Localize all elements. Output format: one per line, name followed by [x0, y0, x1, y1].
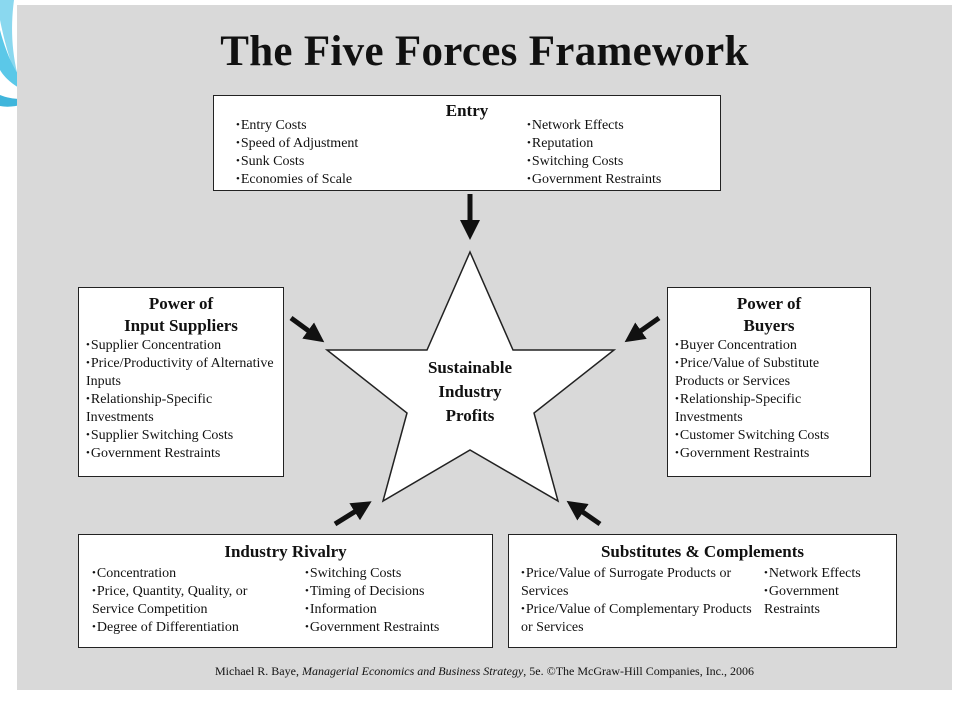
- entry-box: Entry Entry Costs Speed of Adjustment Su…: [213, 95, 721, 191]
- list-item: Timing of Decisions: [305, 583, 439, 601]
- citation-rest: , 5e. ©The McGraw-Hill Companies, Inc., …: [523, 664, 755, 678]
- list-item: Buyer Concentration: [675, 337, 866, 355]
- rivalry-right-list: Switching Costs Timing of Decisions Info…: [305, 565, 439, 637]
- list-item: Economies of Scale: [236, 171, 358, 189]
- substitutes-right-list: Network Effects Government Restraints: [764, 565, 889, 619]
- list-item: Government Restraints: [86, 445, 279, 463]
- substitutes-title: Substitutes & Complements: [600, 542, 805, 561]
- buyers-list: Buyer Concentration Price/Value of Subst…: [668, 337, 870, 463]
- buyers-title: Power of Buyers: [736, 294, 802, 335]
- entry-left-list: Entry Costs Speed of Adjustment Sunk Cos…: [236, 117, 358, 189]
- rivalry-box: Industry Rivalry Concentration Price, Qu…: [78, 534, 493, 648]
- list-item: Price/Value of Surrogate Products or Ser…: [521, 565, 759, 601]
- list-item: Switching Costs: [305, 565, 439, 583]
- list-item: Information: [305, 601, 439, 619]
- entry-title: Entry: [445, 101, 489, 120]
- list-item: Degree of Differentiation: [92, 619, 292, 637]
- list-item: Supplier Switching Costs: [86, 427, 279, 445]
- list-item: Entry Costs: [236, 117, 358, 135]
- substitutes-box: Substitutes & Complements Price/Value of…: [508, 534, 897, 648]
- rivalry-arrow: [333, 501, 372, 527]
- list-item: Network Effects: [764, 565, 889, 583]
- list-item: Customer Switching Costs: [675, 427, 866, 445]
- slide-title: The Five Forces Framework: [220, 28, 749, 75]
- center-label: Sustainable Industry Profits: [427, 358, 513, 425]
- list-item: Sunk Costs: [236, 153, 358, 171]
- suppliers-arrow: [289, 315, 325, 343]
- entry-right-list: Network Effects Reputation Switching Cos…: [527, 117, 661, 189]
- list-item: Price/Value of Complementary Products or…: [521, 601, 759, 637]
- list-item: Price/Value of Substitute Products or Se…: [675, 355, 866, 391]
- substitutes-left-list: Price/Value of Surrogate Products or Ser…: [521, 565, 759, 637]
- list-item: Government Restraints: [305, 619, 439, 637]
- list-item: Supplier Concentration: [86, 337, 279, 355]
- citation-author: Michael R. Baye,: [214, 664, 299, 678]
- list-item: Network Effects: [527, 117, 661, 135]
- list-item: Speed of Adjustment: [236, 135, 358, 153]
- forces-diagram: [289, 194, 661, 527]
- list-item: Concentration: [92, 565, 292, 583]
- list-item: Government Restraints: [764, 583, 889, 619]
- list-item: Switching Costs: [527, 153, 661, 171]
- list-item: Price, Quantity, Quality, or Service Com…: [92, 583, 292, 619]
- substitutes-arrow: [566, 500, 602, 527]
- slide-panel: The Five Forces Framework Sustainable In…: [17, 5, 952, 690]
- list-item: Price/Productivity of Alternative Inputs: [86, 355, 279, 391]
- list-item: Relationship-Specific Investments: [86, 391, 279, 427]
- rivalry-title: Industry Rivalry: [224, 542, 347, 561]
- citation-book: Managerial Economics and Business Strate…: [301, 664, 524, 678]
- profit-star: [324, 250, 617, 503]
- list-item: Government Restraints: [675, 445, 866, 463]
- list-item: Government Restraints: [527, 171, 661, 189]
- buyers-box: Power of Buyers Buyer Concentration Pric…: [667, 287, 871, 477]
- suppliers-list: Supplier Concentration Price/Productivit…: [79, 337, 283, 463]
- suppliers-title: Power of Input Suppliers: [124, 294, 238, 335]
- citation: Michael R. Baye, Managerial Economics an…: [17, 664, 952, 679]
- list-item: Reputation: [527, 135, 661, 153]
- list-item: Relationship-Specific Investments: [675, 391, 866, 427]
- suppliers-box: Power of Input Suppliers Supplier Concen…: [78, 287, 284, 477]
- rivalry-left-list: Concentration Price, Quantity, Quality, …: [92, 565, 292, 637]
- buyers-arrow: [624, 315, 661, 343]
